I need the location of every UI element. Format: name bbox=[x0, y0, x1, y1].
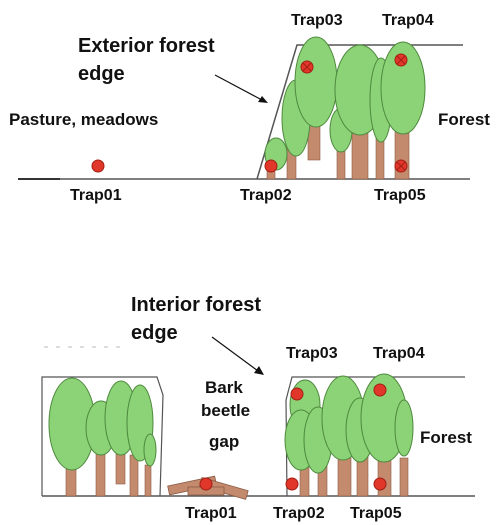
exterior-edge-arrow bbox=[215, 75, 268, 103]
trap01-marker bbox=[200, 478, 212, 490]
top-trap03-label: Trap03 bbox=[291, 12, 343, 30]
bottom-trap01-label: Trap01 bbox=[185, 505, 237, 523]
top-trap04-label: Trap04 bbox=[382, 12, 434, 30]
tree-canopy bbox=[395, 400, 413, 456]
trunk bbox=[96, 450, 105, 496]
tree-canopy bbox=[144, 434, 156, 466]
bottom-trap04-label: Trap04 bbox=[373, 345, 425, 363]
exterior-edge-label: Exterior forest edge bbox=[78, 32, 215, 88]
trunk bbox=[130, 455, 138, 496]
trap03-marker bbox=[291, 388, 303, 400]
exterior-edge-label-line1: Exterior forest bbox=[78, 32, 215, 60]
interior-edge-label: Interior forest edge bbox=[131, 291, 261, 347]
top-trap05-label: Trap05 bbox=[374, 187, 426, 205]
bark-beetle-gap-label: Bark beetle gap bbox=[205, 376, 250, 453]
trap02-marker bbox=[265, 160, 277, 172]
right-canopies bbox=[285, 374, 413, 473]
trap05-marker bbox=[395, 160, 407, 172]
bottom-forest-label: Forest bbox=[420, 429, 472, 448]
trap03-marker bbox=[301, 61, 313, 73]
trunk bbox=[66, 468, 76, 496]
interior-edge-label-line2: edge bbox=[131, 319, 261, 347]
trap01-marker bbox=[92, 160, 104, 172]
bottom-trap03-label: Trap03 bbox=[286, 345, 338, 363]
trunk bbox=[400, 458, 408, 496]
interior-edge-label-line1: Interior forest bbox=[131, 291, 261, 319]
bottom-trap05-label: Trap05 bbox=[350, 505, 402, 523]
beetle-label: beetle bbox=[201, 399, 250, 422]
trap04-marker bbox=[395, 54, 407, 66]
tree-canopy bbox=[295, 37, 337, 127]
exterior-edge-label-line2: edge bbox=[78, 60, 215, 88]
top-trap01-label: Trap01 bbox=[70, 187, 122, 205]
gap-label: gap bbox=[209, 430, 250, 453]
pasture-label: Pasture, meadows bbox=[9, 111, 158, 130]
trunk bbox=[145, 465, 151, 496]
trap04-marker bbox=[374, 384, 386, 396]
trap05-marker bbox=[374, 478, 386, 490]
top-trap02-label: Trap02 bbox=[240, 187, 292, 205]
top-forest-label: Forest bbox=[438, 111, 490, 130]
bark-label: Bark bbox=[205, 376, 250, 399]
bottom-trap02-label: Trap02 bbox=[273, 505, 325, 523]
trap02-marker bbox=[286, 478, 298, 490]
